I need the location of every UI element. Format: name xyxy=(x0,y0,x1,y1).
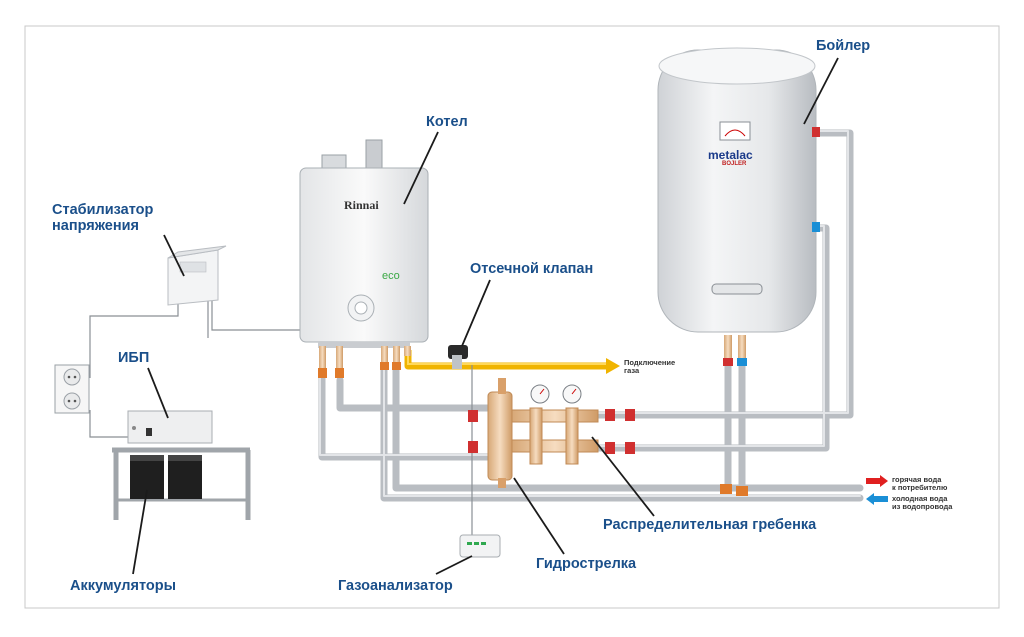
leader-lines xyxy=(132,57,839,575)
gas-kotel xyxy=(299,139,429,378)
label-valve: Отсечной клапан xyxy=(470,261,594,277)
label-gas-analyzer: Газоанализатор xyxy=(338,578,453,594)
gas-connection-line2: газа xyxy=(624,366,640,375)
label-ups: ИБП xyxy=(118,350,150,366)
gas-connection-line1: Подключение xyxy=(624,358,676,367)
label-stabilizer-line1: Стабилизатор xyxy=(52,202,154,218)
metalac-sub-logo: BOJLER xyxy=(722,161,747,167)
shutoff-valve xyxy=(448,345,468,369)
label-boiler: Бойлер xyxy=(816,38,871,54)
label-batteries: Аккумуляторы xyxy=(70,578,176,594)
eco-logo: eco xyxy=(382,270,400,282)
rinnai-logo: Rinnai xyxy=(344,198,379,212)
label-kotel: Котел xyxy=(426,114,468,130)
legend-cold-line1: холодная вода xyxy=(892,494,948,503)
legend-hot-line1: горячая вода xyxy=(892,475,942,484)
legend-hot-line2: к потребителю xyxy=(892,483,948,492)
label-stabilizer-line2: напряжения xyxy=(52,218,139,234)
metalac-logo: metalac xyxy=(708,148,753,162)
diagram-frame xyxy=(24,25,1000,609)
legend-cold-line2: из водопровода xyxy=(892,502,953,511)
label-manifold: Распределительная гребенка xyxy=(603,517,817,533)
hot-water-arrow-icon xyxy=(866,475,888,487)
water-heater-tank xyxy=(657,47,820,496)
label-hydro-arrow: Гидрострелка xyxy=(536,556,637,572)
cold-water-arrow-icon xyxy=(866,493,888,505)
voltage-stabilizer xyxy=(167,245,227,306)
gas-analyzer-device xyxy=(459,534,501,558)
hydraulic-manifold xyxy=(468,378,635,488)
battery-shelf xyxy=(112,447,251,520)
ups-unit xyxy=(127,410,213,444)
gas-arrow-icon xyxy=(606,358,620,374)
wall-socket xyxy=(54,364,90,414)
pipe-highlights xyxy=(319,130,861,497)
